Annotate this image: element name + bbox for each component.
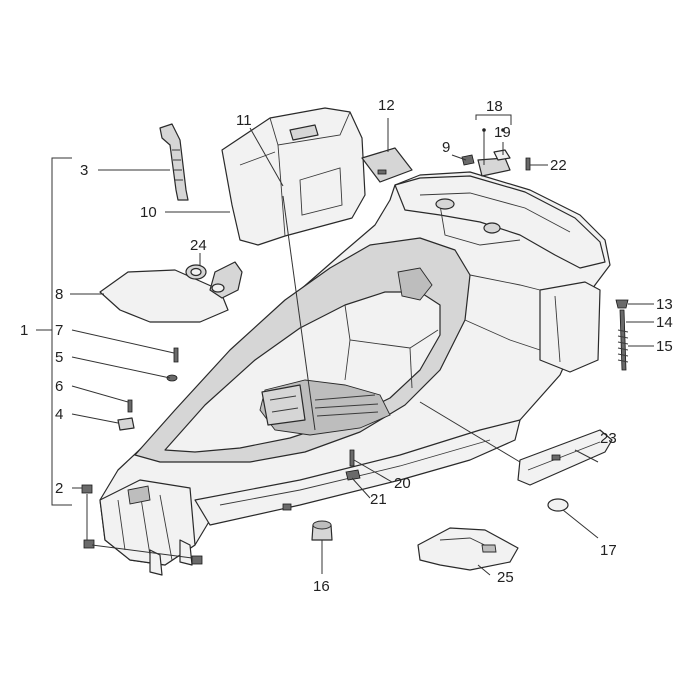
clip-2-rear [191, 555, 203, 565]
panel-12-latch [377, 169, 387, 175]
bracket-21 [345, 469, 361, 481]
callout-22: 22 [550, 157, 567, 174]
spring-15 [617, 329, 629, 363]
callout-19: 19 [494, 124, 511, 141]
leader-dot-19 [501, 128, 505, 132]
main-body-frame [99, 171, 611, 576]
bumper-16 [311, 520, 333, 541]
panel-12 [361, 147, 413, 183]
callout-17: 17 [600, 542, 617, 559]
grommet-4 [117, 417, 135, 431]
callout-5: 5 [55, 349, 63, 366]
callout-4: 4 [55, 406, 63, 423]
washer-5 [166, 374, 178, 382]
clip-2-upper [81, 484, 93, 494]
socket-24 [185, 261, 243, 299]
screw-6 [127, 399, 133, 413]
callout-13: 13 [656, 296, 673, 313]
clip-2-side [282, 503, 292, 511]
callout-16: 16 [313, 578, 330, 595]
mat-25 [417, 527, 519, 571]
callout-7: 7 [55, 322, 63, 339]
screw-22 [525, 157, 531, 171]
screw-20 [349, 449, 355, 467]
callout-23: 23 [600, 430, 617, 447]
callout-24: 24 [190, 237, 207, 254]
callout-11: 11 [236, 112, 252, 129]
callout-10: 10 [140, 204, 157, 221]
cover-strip-23 [517, 429, 613, 486]
callout-2: 2 [55, 480, 63, 497]
callout-9: 9 [442, 139, 450, 156]
callout-18: 18 [486, 98, 503, 115]
leader-dot-18 [482, 128, 486, 132]
disc-17 [547, 498, 569, 512]
clip-2-lower [83, 539, 95, 549]
callout-6: 6 [55, 378, 63, 395]
nut-9 [461, 154, 475, 166]
callout-12: 12 [378, 97, 395, 114]
callout-20: 20 [394, 475, 411, 492]
strap-3 [159, 123, 189, 201]
leader-lines [36, 114, 654, 576]
bracket-assembly-18 [477, 149, 511, 177]
cap-13 [615, 299, 629, 309]
cover-8 [99, 269, 229, 323]
callout-25: 25 [497, 569, 514, 586]
callout-1: 1 [20, 322, 28, 339]
screw-7 [173, 347, 179, 363]
callout-14: 14 [656, 314, 673, 331]
callout-8: 8 [55, 286, 63, 303]
cover-strip-23-tab [551, 454, 561, 461]
callout-3: 3 [80, 162, 88, 179]
callout-21: 21 [370, 491, 387, 508]
callout-15: 15 [656, 338, 673, 355]
callout-labels: 1 2 3 4 5 6 7 8 9 10 11 12 13 14 15 16 1… [20, 97, 673, 595]
